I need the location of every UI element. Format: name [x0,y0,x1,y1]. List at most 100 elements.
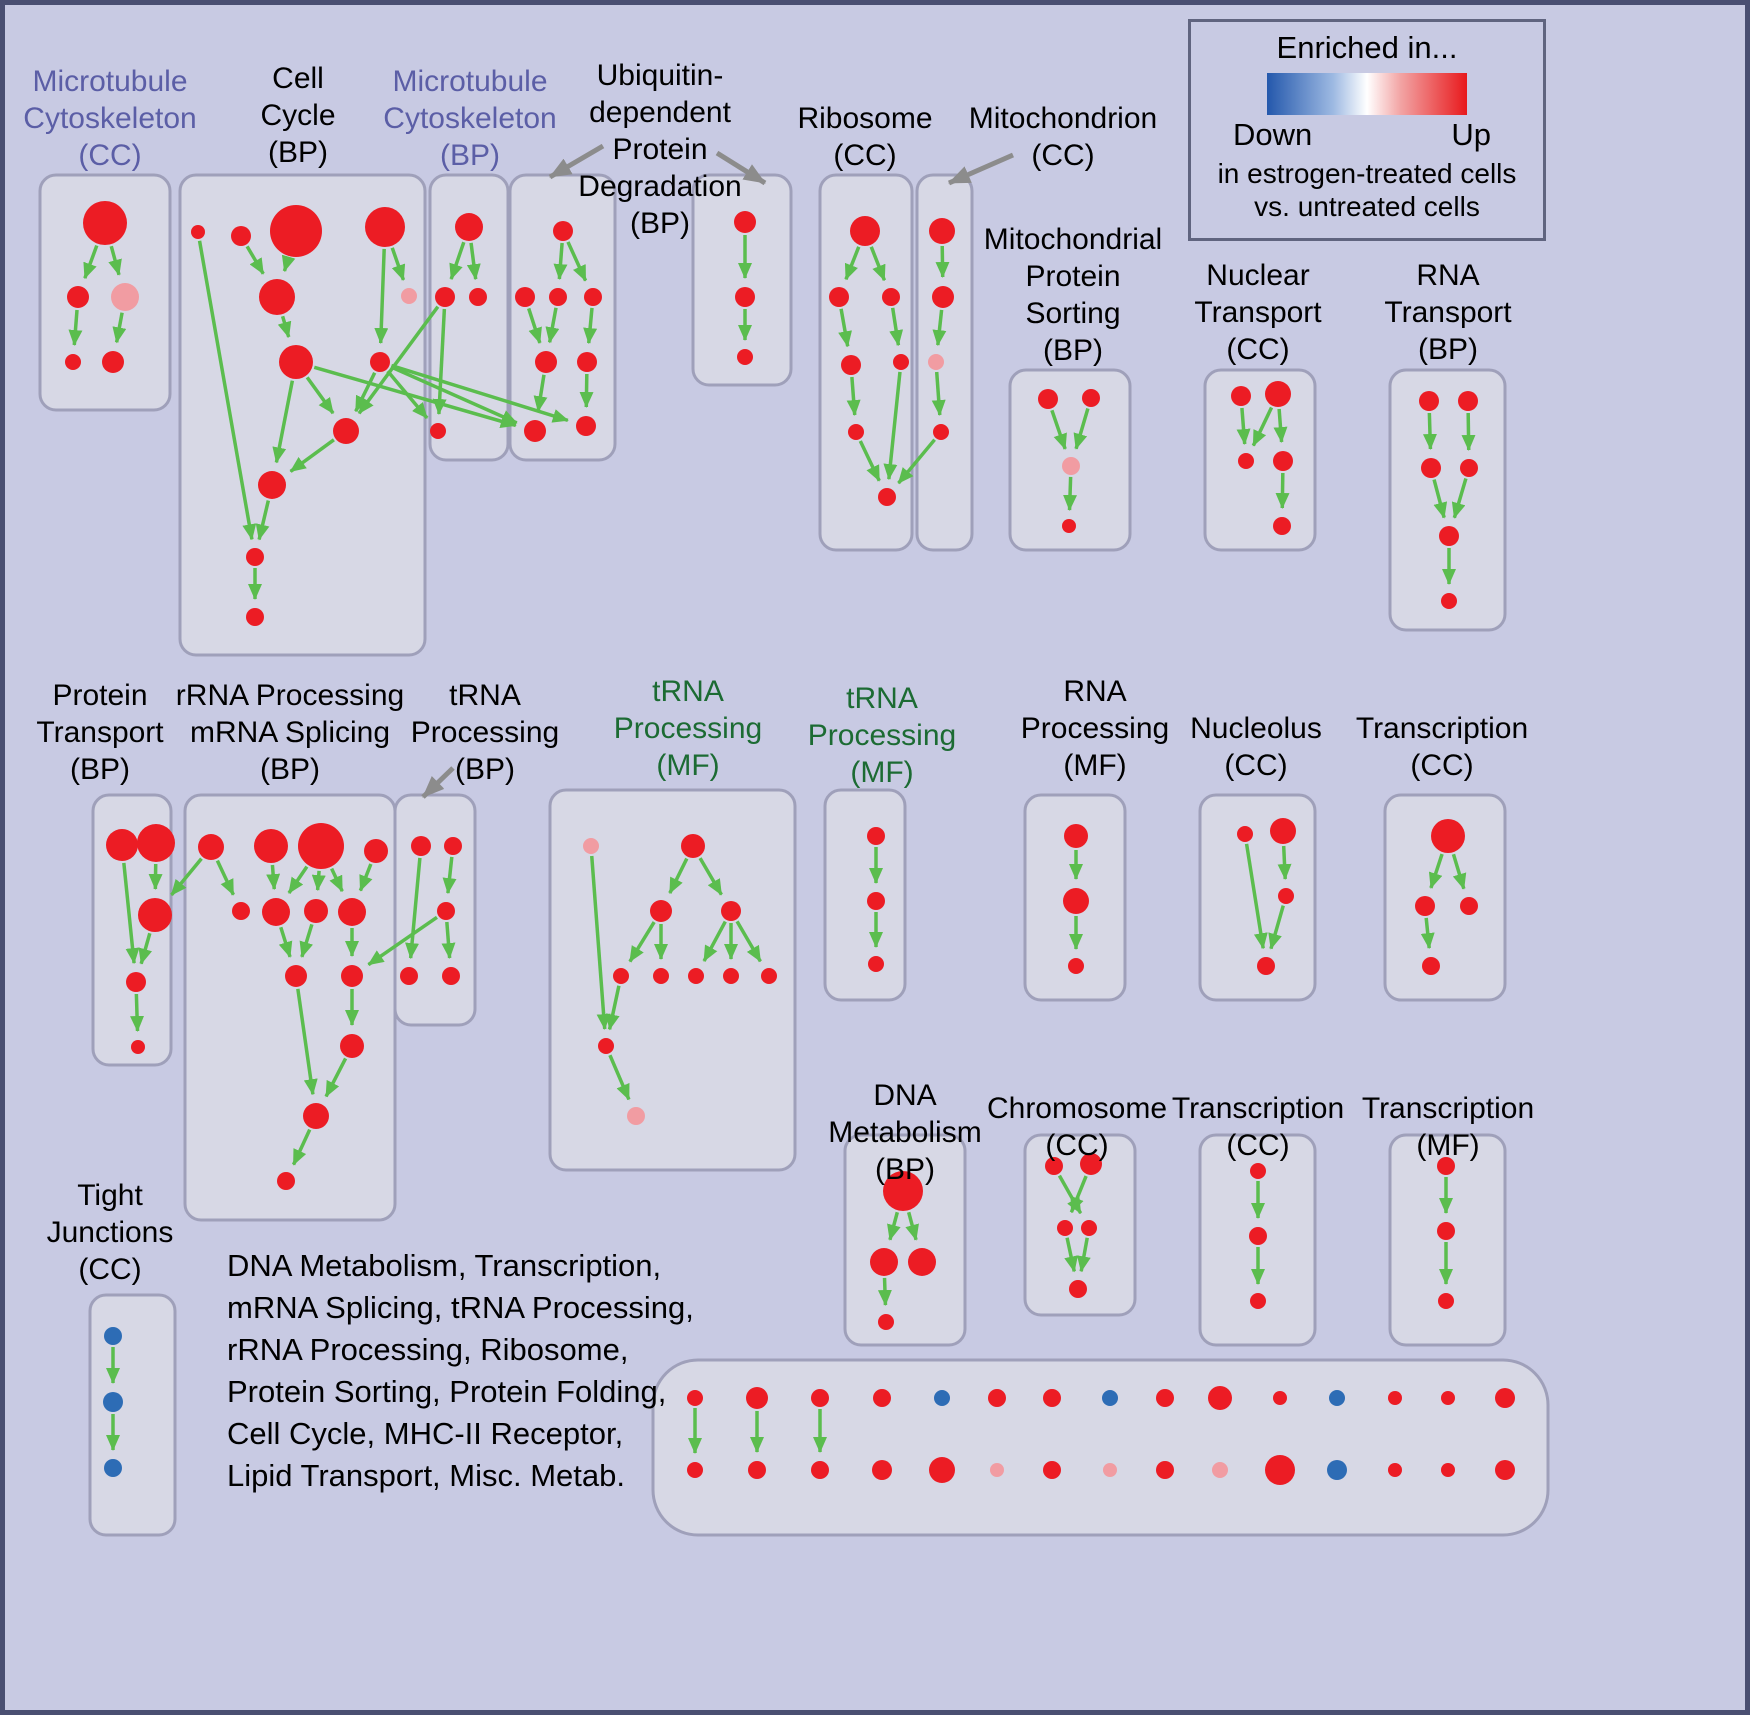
go-term-node [104,1327,122,1345]
relation-arrow [197,240,257,541]
go-term-node [933,424,949,440]
go-term-node [364,839,388,863]
cluster-label-microtubule-cytoskeleton-cc: Microtubule Cytoskeleton (CC) [23,65,197,172]
go-term-node [303,1103,329,1129]
cluster-panel [1023,1133,1137,1317]
relation-arrow [1422,412,1437,451]
go-term-node [67,286,89,308]
cluster-panel [38,173,172,412]
go-term-node [1231,386,1251,406]
go-term-node [1495,1388,1515,1408]
cluster-label-transcription-mf: Transcription (MF) [1361,1092,1535,1162]
cluster-label-rna-processing-mf: RNA Processing (MF) [1020,675,1170,782]
go-term-node [841,355,861,375]
go-term-node [1265,381,1291,407]
relation-arrow [579,373,594,409]
go-term-node [721,901,741,921]
go-term-node [737,349,753,365]
relation-arrow [358,863,373,892]
go-term-node [872,1460,892,1480]
go-term-node [553,221,573,241]
go-term-node [444,837,462,855]
go-term-node [1249,1227,1267,1245]
go-term-node [430,423,446,439]
relation-arrow [590,855,611,1031]
go-term-node [734,211,756,233]
relation-arrow [527,307,542,344]
go-term-node [868,956,884,972]
cluster-label-rna-transport-bp: RNA Transport (BP) [1384,259,1512,366]
relation-arrow [1420,917,1435,950]
go-term-node [681,834,705,858]
relation-arrow [1461,412,1476,452]
relation-arrow [932,309,947,347]
go-term-node [1043,1461,1061,1479]
go-term-node [341,965,363,987]
relation-arrow [278,926,293,958]
relation-arrow [313,365,517,429]
relation-arrow [170,857,203,897]
go-term-node [1038,389,1058,409]
relation-arrow [1428,853,1444,889]
go-term-node [126,972,146,992]
go-term-node [340,1034,364,1058]
go-term-node [1458,391,1478,411]
relation-arrow [449,241,466,280]
go-term-node [262,898,290,926]
go-term-node [1265,1455,1295,1485]
relation-arrow [838,308,852,348]
go-term-node [1156,1389,1174,1407]
go-term-node [437,902,455,920]
go-term-node [285,965,307,987]
go-term-node [688,968,704,984]
relation-arrow [931,371,946,417]
go-term-node [411,836,431,856]
relation-arrow [1076,1237,1091,1273]
legend-caption: in estrogen-treated cells vs. untreated … [1191,157,1543,223]
go-term-node [1238,453,1254,469]
relation-arrow [245,245,265,275]
go-term-node [1419,391,1439,411]
relation-arrow [255,500,271,541]
cluster-label-trna-processing-mf-1: tRNA Processing (MF) [613,675,763,782]
relation-arrow [305,376,335,415]
go-term-node [1068,958,1084,974]
go-term-node [400,967,418,985]
relation-arrow [883,371,902,481]
go-term-node [1460,897,1478,915]
go-term-node [469,288,487,306]
go-term-node [535,351,557,373]
go-term-node [878,1314,894,1330]
go-term-node [524,420,546,442]
go-term-node [1212,1462,1228,1478]
go-term-node [137,824,175,862]
go-term-node [598,1038,614,1054]
relation-arrow [1268,905,1285,950]
go-term-node [131,1040,145,1054]
go-term-node [1273,1391,1287,1405]
relation-arrow [553,242,568,281]
relation-arrow [215,859,235,896]
relation-arrow [287,865,309,894]
go-term-node [1250,1293,1266,1309]
go-term-node [103,1392,123,1412]
relation-arrow [122,862,140,965]
relation-arrow [1073,408,1090,450]
go-term-node [1441,1463,1455,1477]
go-term-node [1064,824,1088,848]
relation-arrow [324,1057,348,1098]
go-term-node [1421,458,1441,478]
relation-arrow [277,315,292,339]
go-term-node [687,1390,703,1406]
go-term-node [867,827,885,845]
relation-arrow [329,867,344,893]
cluster-panel [651,1358,1550,1537]
go-term-node [1388,1391,1402,1405]
go-term-node [254,829,288,863]
go-term-node [723,968,739,984]
go-term-node [811,1461,829,1479]
go-term-node [653,968,669,984]
cluster-panel [548,788,797,1172]
go-term-node [1237,826,1253,842]
